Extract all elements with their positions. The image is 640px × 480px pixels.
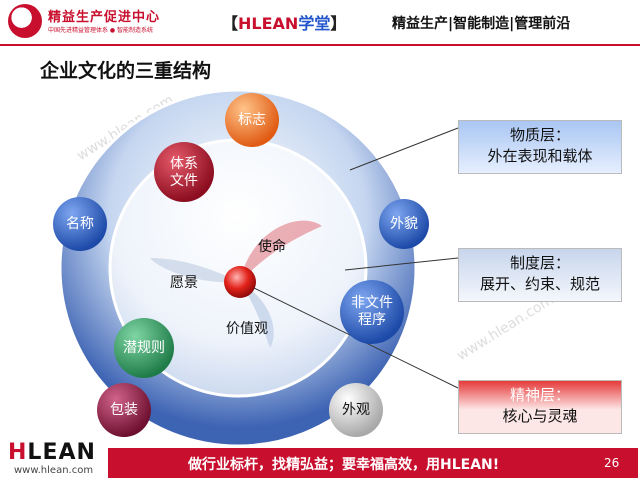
node-waimao (379, 199, 429, 249)
node-label: 外貌 (390, 216, 418, 232)
footer-slogan: 做行业标杆，找精弘益；要幸福高效，用HLEAN! (188, 457, 500, 473)
panel-system-title: 制度层： (509, 254, 570, 272)
footer-logo-rest: LEAN (27, 440, 96, 465)
blade-values (240, 282, 274, 348)
panel-material-desc: 外在表现和载体 (487, 147, 593, 165)
node-label: 标志 (238, 112, 266, 128)
bracket-left: 【 (222, 14, 239, 33)
footer-logo: HLEAN (8, 440, 96, 465)
core-values-label: 价值观 (226, 321, 268, 337)
node-label: 非文件 程序 (351, 295, 393, 328)
panel-system: 制度层： 展开、约束、规范 (458, 248, 622, 302)
panel-spirit-desc: 核心与灵魂 (502, 407, 578, 425)
footer-url: www.hlean.com (14, 465, 94, 476)
node-label: 外观 (342, 402, 370, 418)
header: 精益生产促进中心 中国先进精益管理体系 ● 智能制造系统 【HLEAN学堂】 精… (0, 0, 640, 44)
node-label: 名称 (66, 216, 94, 232)
node-label: 包装 (110, 402, 138, 418)
panel-material: 物质层： 外在表现和载体 (458, 120, 622, 174)
node-label: 体系 文件 (170, 156, 198, 189)
node-biaozhi (225, 93, 279, 147)
panel-spirit-title: 精神层： (509, 386, 570, 404)
core-mission-label: 使命 (258, 239, 286, 255)
blade-mission (240, 220, 322, 282)
brand-xuetang: 学堂 (298, 14, 331, 33)
node-qianguize (114, 318, 174, 378)
org-subtitle: 中国先进精益管理体系 ● 智能制造系统 (48, 27, 154, 34)
slide-title: 企业文化的三重结构 (40, 60, 212, 82)
panel-system-desc: 展开、约束、规范 (479, 275, 600, 293)
brand-title: 【HLEAN学堂】 (222, 10, 346, 34)
node-tixi-wenjian (154, 142, 214, 202)
panel-material-title: 物质层： (509, 126, 570, 144)
blade-vision (150, 258, 240, 283)
page-number: 26 (604, 456, 620, 470)
header-divider (0, 44, 640, 46)
org-name: 精益生产促进中心 (48, 10, 161, 25)
connector-system (344, 257, 459, 271)
bracket-right: 】 (330, 14, 347, 33)
header-tagline: 精益生产|智能制造|管理前沿 (392, 16, 571, 32)
node-label: 潜规则 (123, 340, 165, 356)
footer-bar (108, 448, 638, 478)
node-baozhuang (97, 383, 151, 437)
logo-icon (8, 4, 42, 38)
core-vision-label: 愿景 (170, 275, 198, 291)
node-waiguan (329, 383, 383, 437)
node-feiwenjian-chengxu (340, 280, 404, 344)
core-circle (224, 266, 256, 298)
panel-spirit: 精神层： 核心与灵魂 (458, 380, 622, 434)
node-mingcheng (53, 197, 107, 251)
footer-logo-h: H (8, 440, 28, 465)
brand-hlean: HLEAN (238, 14, 299, 33)
connector-material (349, 127, 459, 171)
